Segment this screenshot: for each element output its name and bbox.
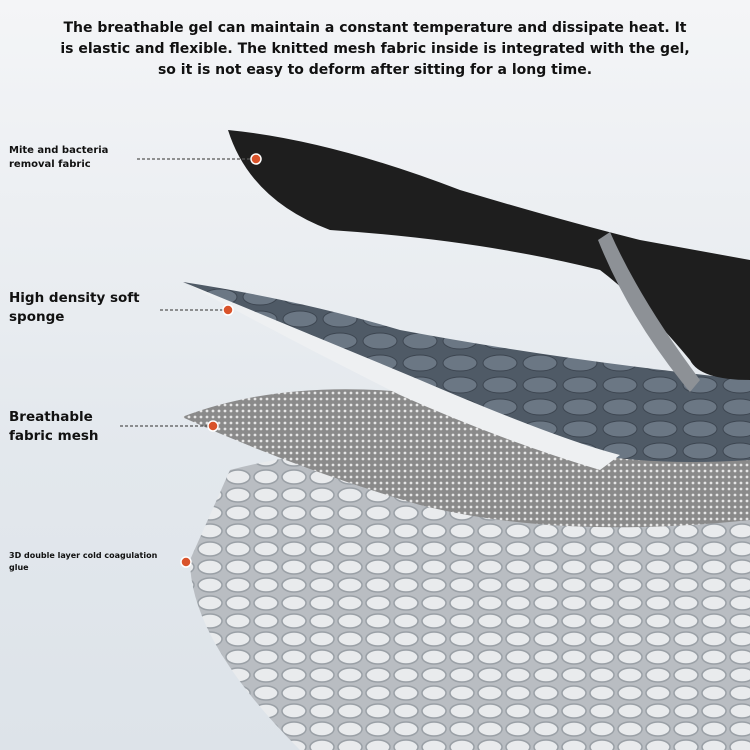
- label-line: removal fabric: [9, 159, 91, 170]
- headline-line: so it is not easy to deform after sittin…: [157, 62, 593, 78]
- marker-dot: [250, 153, 262, 165]
- layer-label-gel: 3D double layer cold coagulation glue: [9, 550, 157, 574]
- layer-label-mesh: Breathable fabric mesh: [9, 408, 99, 446]
- headline-text: The breathable gel can maintain a consta…: [40, 18, 710, 81]
- mesh-layer: [182, 389, 750, 528]
- marker-dot: [207, 420, 219, 432]
- label-line: fabric mesh: [9, 428, 99, 444]
- headline-line: is elastic and flexible. The knitted mes…: [60, 41, 690, 57]
- headline-line: The breathable gel can maintain a consta…: [63, 20, 687, 36]
- layer-label-sponge: High density soft sponge: [9, 289, 140, 327]
- label-line: Mite and bacteria: [9, 145, 109, 156]
- layer-label-fabric: Mite and bacteria removal fabric: [9, 144, 108, 172]
- marker-dot: [180, 556, 192, 568]
- label-line: sponge: [9, 309, 65, 325]
- label-line: glue: [9, 563, 29, 572]
- sponge-layer: [183, 282, 750, 462]
- label-line: High density soft: [9, 290, 140, 306]
- label-line: 3D double layer cold coagulation: [9, 551, 158, 560]
- marker-dot: [222, 304, 234, 316]
- top-fabric-layer: [228, 130, 750, 380]
- label-line: Breathable: [9, 409, 93, 425]
